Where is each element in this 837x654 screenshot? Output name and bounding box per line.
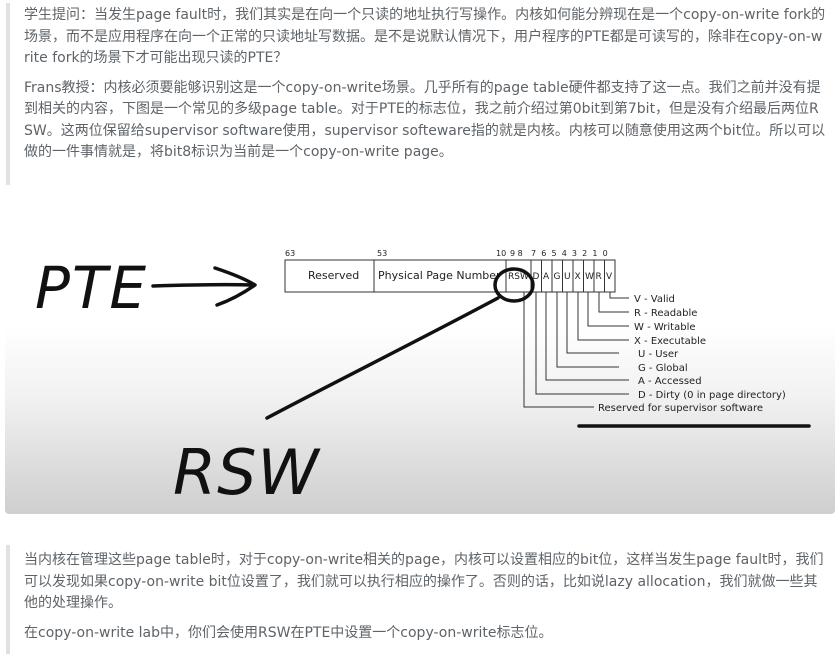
flag-label-dirty: D - Dirty (0 in page directory) (638, 390, 786, 401)
field-reserved: Reserved (308, 269, 359, 282)
flag-label-user: U - User (638, 349, 679, 360)
handwritten-pointer-line (265, 296, 500, 420)
pte-diagram-svg: 63 53 10 9 8 7 6 5 4 3 2 1 0 Reserved Ph… (35, 249, 811, 509)
flag-leader-lines (523, 292, 629, 408)
flag-label-valid: V - Valid (634, 294, 675, 305)
bit-number-53: 53 (377, 249, 387, 258)
field-d: D (533, 272, 540, 282)
flag-label-executable: X - Executable (634, 336, 706, 347)
bit-number-10: 10 (496, 249, 506, 258)
field-r: R (596, 272, 602, 282)
followup-paragraph: 当内核在管理这些page table时，对于copy-on-write相关的pa… (24, 552, 824, 611)
flag-label-global: G - Global (638, 363, 688, 374)
bit-number-63: 63 (285, 249, 295, 258)
field-rsw: RSW (508, 272, 529, 282)
handwritten-rsw-circle (493, 267, 535, 303)
flag-label-readable: R - Readable (634, 308, 697, 319)
handwritten-rsw-label: RSW (173, 436, 321, 509)
bit-number-9-8: 9 8 (510, 249, 523, 258)
pte-diagram-figure: 63 53 10 9 8 7 6 5 4 3 2 1 0 Reserved Ph… (5, 212, 835, 514)
field-w: W (585, 272, 594, 282)
flag-label-rsw-reserved: Reserved for supervisor software (598, 403, 763, 414)
handwritten-pte-label: PTE (35, 254, 148, 322)
handwritten-arrow-shaft (151, 282, 255, 288)
field-v: V (606, 272, 613, 282)
field-g: G (554, 272, 561, 282)
professor-answer-paragraph: Frans教授：内核必须要能够识别这是一个copy-on-write场景。几乎所… (24, 79, 826, 161)
blockquote-followup: 当内核在管理这些page table时，对于copy-on-write相关的pa… (6, 545, 832, 654)
field-u: U (564, 272, 571, 282)
blockquote-question-answer: 学生提问：当发生page fault时，我们其实是在向一个只读的地址执行写操作。… (6, 3, 832, 185)
lab-note-paragraph: 在copy-on-write lab中，你们会使用RSW在PTE中设置一个cop… (24, 624, 553, 641)
flag-label-writable: W - Writable (634, 322, 696, 333)
handwritten-arrow-head (213, 266, 257, 307)
flag-label-accessed: A - Accessed (638, 376, 702, 387)
field-a: A (543, 272, 550, 282)
bit-numbers-low: 7 6 5 4 3 2 1 0 (531, 249, 609, 258)
field-physical-page-number: Physical Page Number (378, 269, 501, 282)
field-x: X (575, 272, 581, 282)
student-question-paragraph: 学生提问：当发生page fault时，我们其实是在向一个只读的地址执行写操作。… (24, 7, 826, 66)
